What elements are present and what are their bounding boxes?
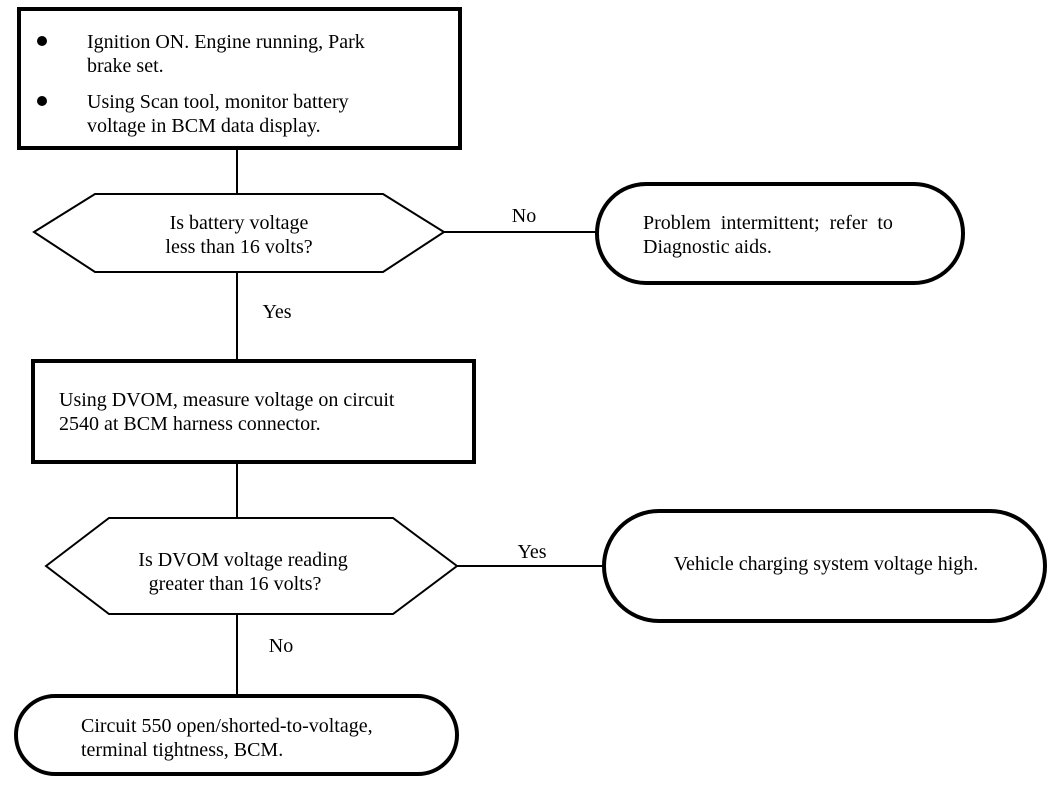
decision-1-no-label: No	[512, 205, 536, 227]
decision-1-yes-label: Yes	[262, 301, 291, 323]
decision-2-no-label: No	[269, 635, 293, 657]
result-2-line-1: Vehicle charging system voltage high.	[674, 553, 979, 575]
start-bullet-1-line-2: brake set.	[87, 55, 164, 77]
result-1-line-1: Problem intermittent; refer to	[643, 212, 893, 234]
result-2-terminal: Vehicle charging system voltage high.	[602, 509, 1047, 623]
start-bullet-1-line-1: Ignition ON. Engine running, Park	[87, 31, 365, 53]
result-3-terminal: Circuit 550 open/shorted-to-voltage, ter…	[14, 694, 459, 776]
decision-2-line-1: Is DVOM voltage reading	[138, 549, 347, 571]
start-box: Ignition ON. Engine running, Park brake …	[17, 7, 462, 150]
bullet-icon	[37, 36, 47, 46]
step-2-box: Using DVOM, measure voltage on circuit 2…	[31, 359, 476, 464]
decision-1: Is battery voltage less than 16 volts?	[32, 193, 446, 273]
decision-2-yes-label: Yes	[517, 541, 546, 563]
bullet-icon	[37, 96, 47, 106]
result-1-terminal: Problem intermittent; refer to Diagnosti…	[595, 182, 965, 285]
decision-2-line-2: greater than 16 volts?	[149, 573, 322, 595]
start-bullet-2-line-1: Using Scan tool, monitor battery	[87, 91, 349, 113]
decision-1-line-1: Is battery voltage	[170, 212, 309, 234]
decision-2: Is DVOM voltage reading greater than 16 …	[44, 517, 459, 615]
result-1-line-2: Diagnostic aids.	[643, 236, 772, 258]
result-3-line-1: Circuit 550 open/shorted-to-voltage,	[81, 715, 373, 737]
step-2-line-1: Using DVOM, measure voltage on circuit	[59, 389, 395, 411]
step-2-line-2: 2540 at BCM harness connector.	[59, 413, 321, 435]
start-bullet-2-line-2: voltage in BCM data display.	[87, 115, 321, 137]
result-3-line-2: terminal tightness, BCM.	[81, 739, 283, 761]
decision-1-line-2: less than 16 volts?	[165, 236, 312, 258]
